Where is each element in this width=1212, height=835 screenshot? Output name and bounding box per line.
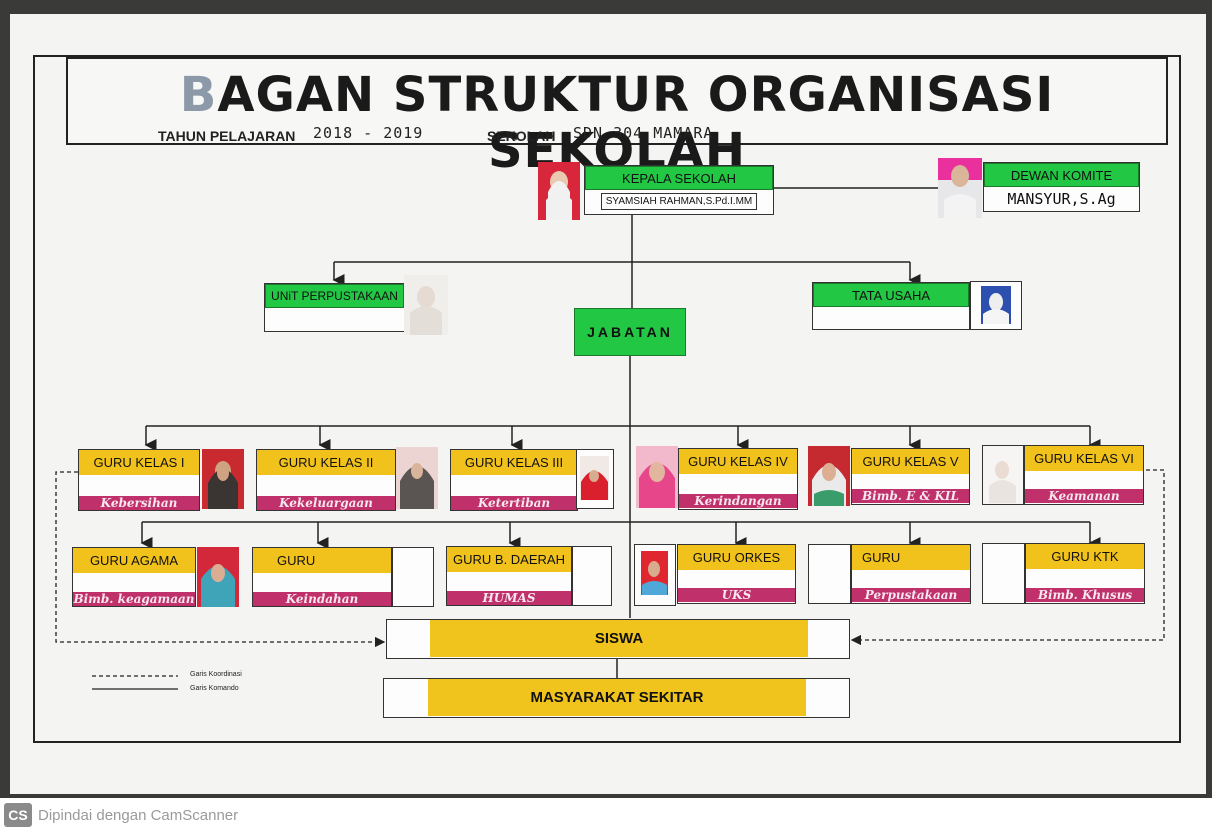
community-box: MASYARAKAT SEKITAR — [383, 678, 850, 718]
teacher-photo — [396, 447, 438, 509]
head-name: SYAMSIAH RAHMAN,S.Pd.I.MM — [601, 193, 757, 210]
teacher-box-guru-5: GURU Perpustakaan — [851, 544, 971, 604]
photo-placeholder — [572, 546, 612, 606]
position-box: JABATAN — [574, 308, 686, 356]
teacher-label: GURU KELAS V — [852, 449, 969, 474]
committee-photo — [938, 158, 982, 218]
teacher-photo — [808, 446, 850, 506]
teacher-label: GURU B. DAERAH — [447, 547, 571, 572]
photo-placeholder — [808, 544, 851, 604]
committee-name: MANSYUR,S.Ag — [1007, 190, 1116, 208]
teacher-box-kelas-4: GURU KELAS IV Kerindangan — [678, 448, 798, 510]
teacher-duty: Bimb. E & KIL — [852, 489, 969, 503]
title-band: BAGAN STRUKTUR ORGANISASI SEKOLAH — [66, 57, 1168, 179]
admin-photo — [970, 281, 1022, 330]
students-label: SISWA — [430, 620, 808, 657]
teacher-duty: Keamanan — [1025, 489, 1143, 503]
teacher-duty: Kebersihan — [79, 496, 199, 510]
teacher-box-guru-2: GURU Keindahan — [252, 547, 392, 607]
teacher-duty: Kerindangan — [679, 494, 797, 508]
chart-border — [33, 55, 1181, 743]
teacher-box-kelas-3: GURU KELAS III Ketertiban — [450, 449, 578, 511]
students-box: SISWA — [386, 619, 850, 659]
library-box: UNiT PERPUSTAKAAN — [264, 283, 405, 332]
head-label: KEPALA SEKOLAH — [585, 166, 773, 190]
admin-label: TATA USAHA — [813, 283, 969, 307]
teacher-box-kelas-6: GURU KELAS VI Keamanan — [1024, 445, 1144, 505]
head-photo — [538, 162, 580, 220]
teacher-photo — [982, 445, 1024, 505]
library-label: UNiT PERPUSTAKAAN — [265, 284, 404, 308]
photo-placeholder — [392, 547, 434, 607]
teacher-box-orkes: GURU ORKES UKS — [677, 544, 796, 604]
page-title: BAGAN STRUKTUR ORGANISASI SEKOLAH — [179, 67, 1055, 179]
teacher-box-agama: GURU AGAMA Bimb. keagamaan — [72, 547, 196, 607]
teacher-label: GURU KELAS I — [79, 450, 199, 475]
teacher-duty: HUMAS — [447, 591, 571, 605]
teacher-box-kelas-5: GURU KELAS V Bimb. E & KIL — [851, 448, 970, 505]
teacher-box-kelas-1: GURU KELAS I Kebersihan — [78, 449, 200, 511]
teacher-box-kelas-2: GURU KELAS II Kekeluargaan — [256, 449, 396, 511]
library-photo — [404, 275, 448, 335]
teacher-photo — [197, 547, 239, 607]
teacher-label: GURU — [852, 545, 970, 570]
committee-label: DEWAN KOMITE — [984, 163, 1139, 187]
teacher-label: GURU — [253, 548, 391, 573]
school-value: SDN 304 MAMARA — [573, 124, 714, 142]
watermark-text: Dipindai dengan CamScanner — [38, 806, 239, 824]
teacher-label: GURU ORKES — [678, 545, 795, 570]
admin-box: TATA USAHA — [812, 282, 970, 330]
legend-coordination: Garis Koordinasi — [190, 671, 242, 678]
teacher-label: GURU AGAMA — [73, 548, 195, 573]
teacher-duty: UKS — [678, 588, 795, 602]
teacher-label: GURU KELAS VI — [1025, 446, 1143, 471]
teacher-photo — [576, 449, 614, 509]
teacher-duty: Keindahan — [253, 592, 391, 606]
head-box: KEPALA SEKOLAH SYAMSIAH RAHMAN,S.Pd.I.MM — [584, 165, 774, 215]
teacher-photo — [634, 544, 676, 606]
teacher-duty: Ketertiban — [451, 496, 577, 510]
photo-placeholder — [982, 543, 1025, 604]
teacher-box-b-daerah: GURU B. DAERAH HUMAS — [446, 546, 572, 606]
teacher-duty: Bimb. keagamaan — [73, 592, 195, 606]
teacher-photo — [202, 449, 244, 509]
teacher-duty: Kekeluargaan — [257, 496, 395, 510]
teacher-label: GURU KELAS III — [451, 450, 577, 475]
year-label: TAHUN PELAJARAN — [158, 128, 296, 144]
teacher-duty: Bimb. Khusus — [1026, 588, 1144, 602]
teacher-label: GURU KTK — [1026, 544, 1144, 569]
camscanner-logo-icon: CS — [4, 803, 32, 827]
teacher-label: GURU KELAS II — [257, 450, 395, 475]
teacher-photo — [636, 446, 678, 508]
year-value: 2018 - 2019 — [313, 124, 424, 142]
community-label: MASYARAKAT SEKITAR — [428, 679, 806, 716]
legend-command: Garis Komando — [190, 685, 239, 692]
school-label: SEKOLAH — [487, 128, 556, 144]
teacher-duty: Perpustakaan — [852, 588, 970, 602]
teacher-box-ktk: GURU KTK Bimb. Khusus — [1025, 543, 1145, 604]
camscanner-watermark: CS Dipindai dengan CamScanner — [4, 801, 238, 829]
committee-box: DEWAN KOMITE MANSYUR,S.Ag — [983, 162, 1140, 212]
teacher-label: GURU KELAS IV — [679, 449, 797, 474]
